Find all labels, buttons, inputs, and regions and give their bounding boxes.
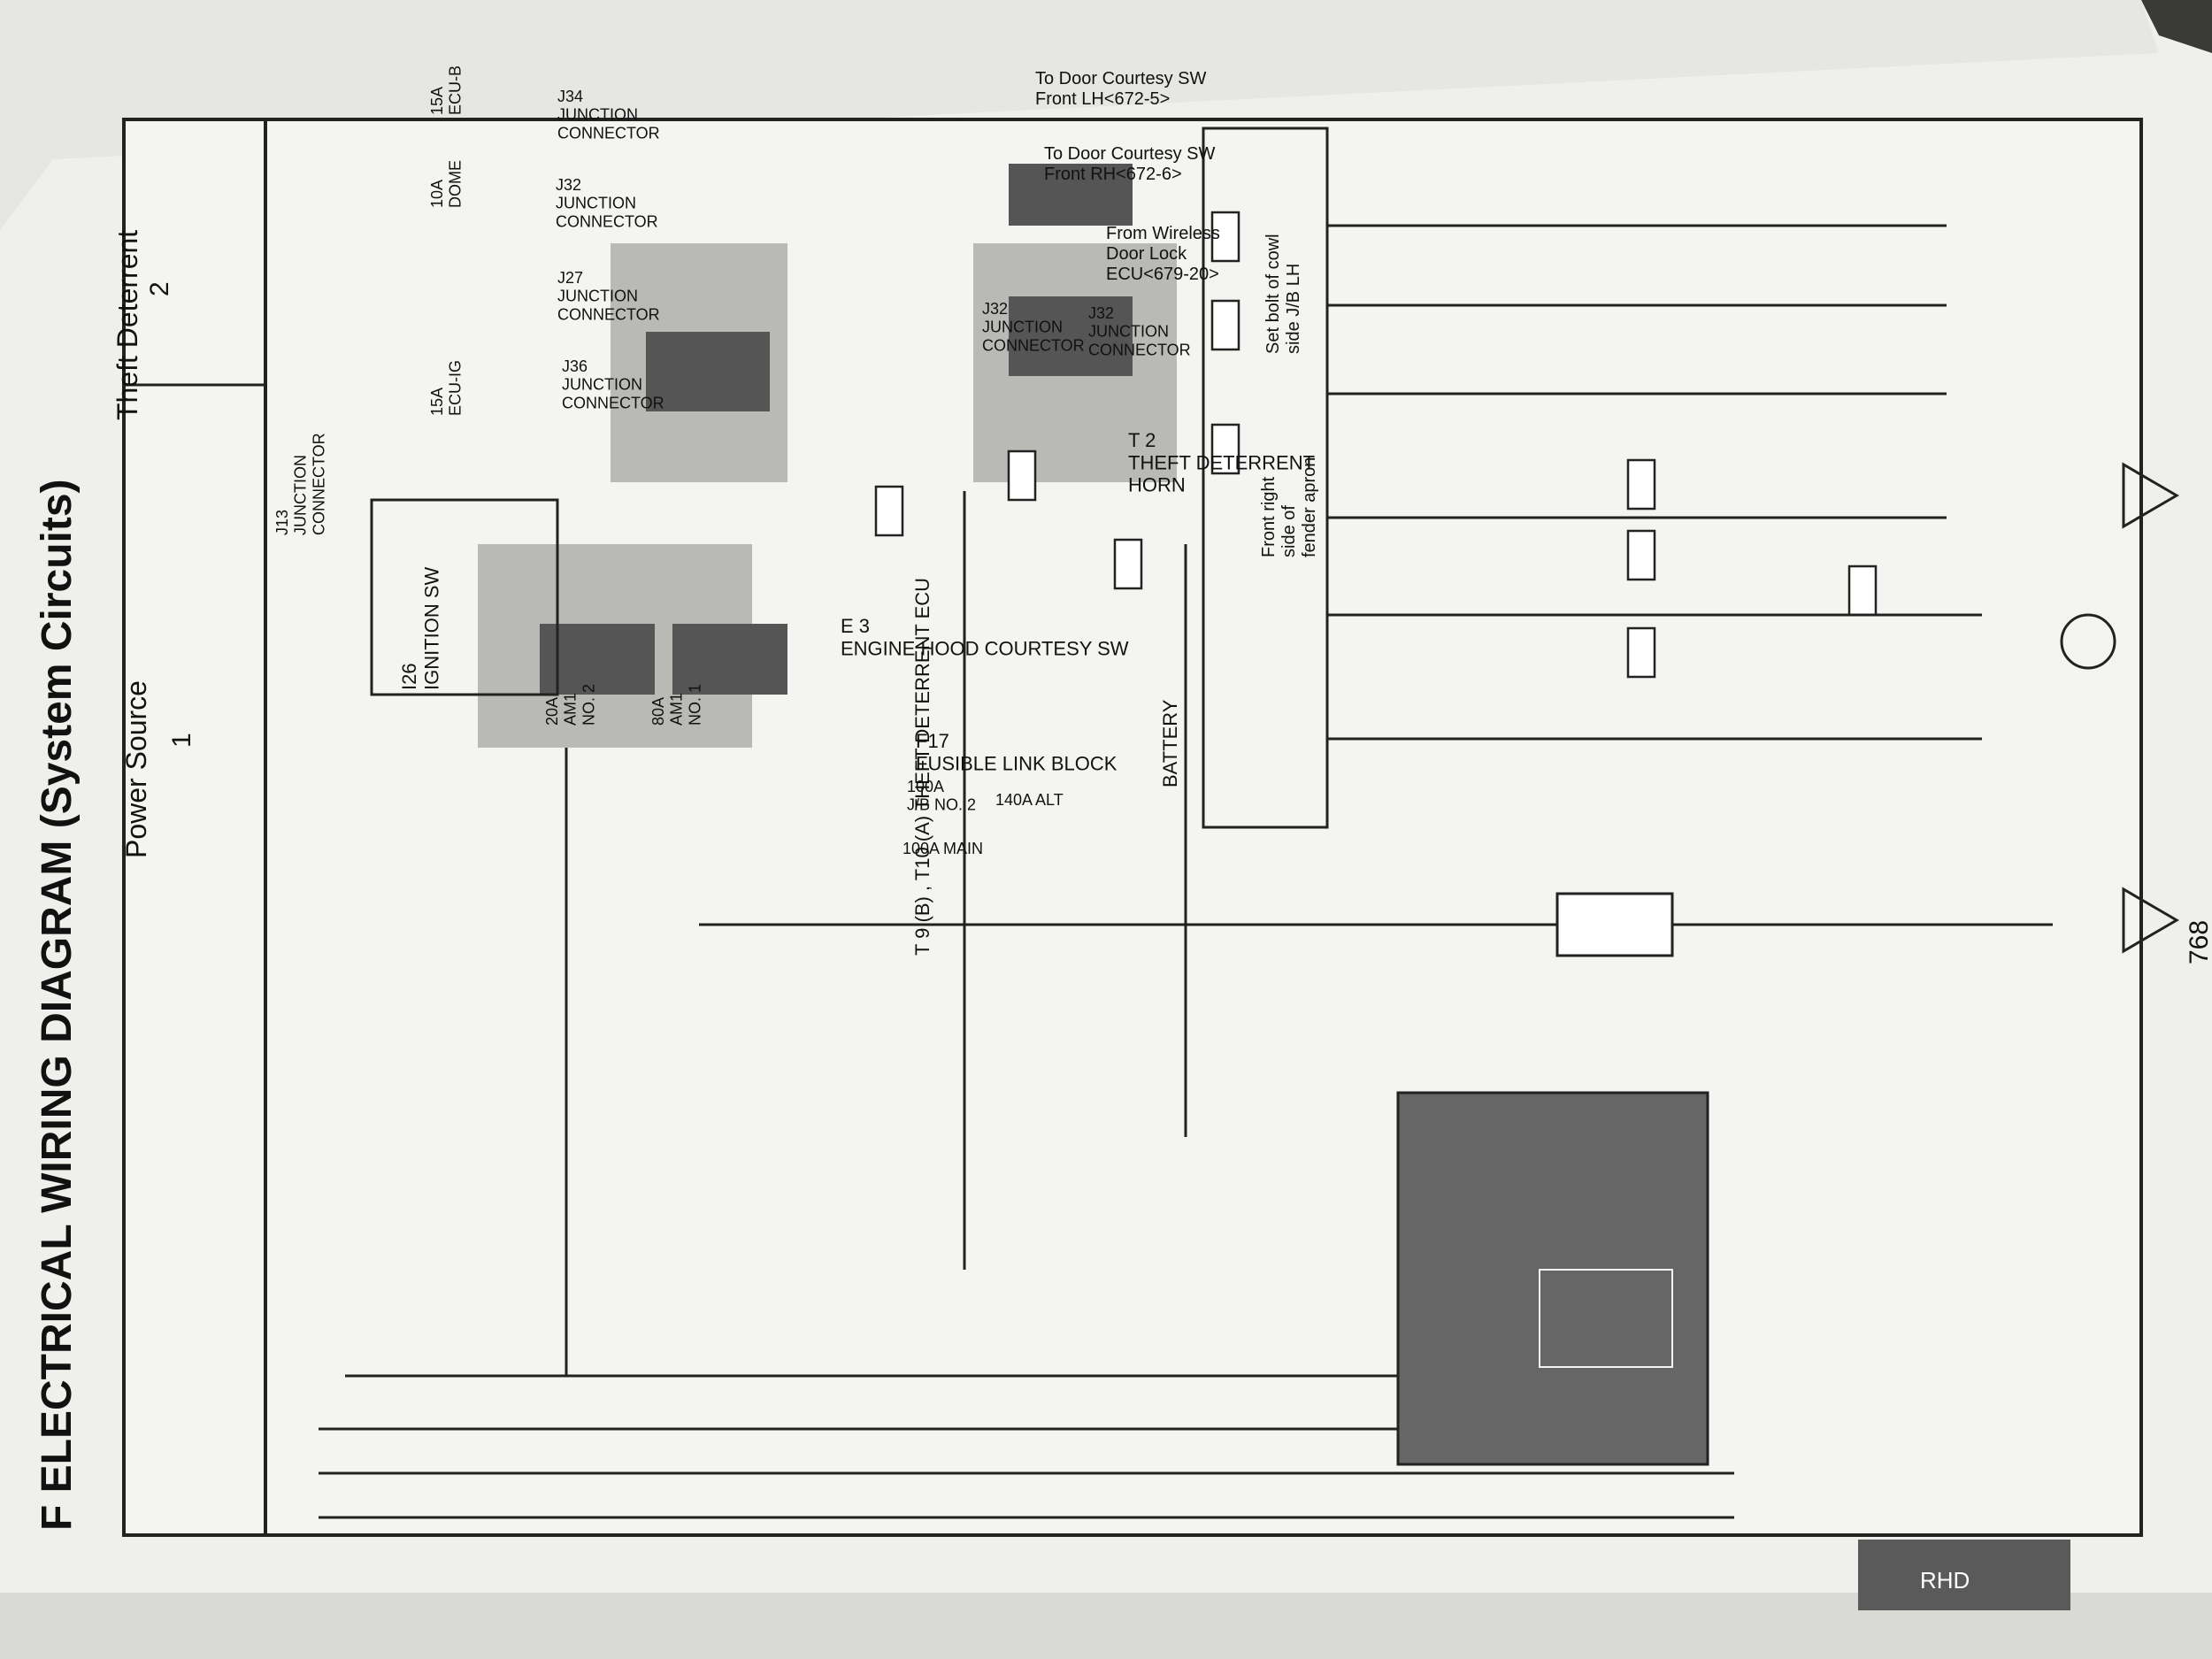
column-1-label: 1 [167, 733, 196, 748]
fl-140a-alt-label: 140A ALT [995, 791, 1064, 809]
fl-100a-main-label: 100A MAIN [902, 840, 983, 857]
ignition-sw-label: I26IGNITION SW [398, 566, 442, 690]
fusible-link-block [1396, 1091, 1709, 1466]
ground-ea-symbol [2122, 887, 2179, 954]
page-number: 768 [2185, 920, 2212, 964]
column-2-label: 2 [145, 281, 174, 296]
section-power-source: Power Source [120, 680, 152, 858]
battery-label: BATTERY [1159, 699, 1181, 787]
horn-symbol [2060, 613, 2116, 670]
fuse-20a [540, 624, 655, 695]
ground-if-label: Set bolt of cowlside J/B LH [1263, 234, 1303, 354]
fuse-15a-ecu-b [1009, 164, 1133, 226]
fuse-15a-ecu-ig [646, 332, 770, 411]
rotated-diagram [122, 118, 2179, 1537]
ground-if-symbol [2122, 462, 2179, 529]
section-theft-deterrent: Theft Deterrent [111, 230, 143, 420]
ignition-switch-box [370, 498, 559, 696]
ecu-label: T 9 (B) , T10 (A) THEFT DETERRENT ECU [911, 578, 933, 956]
diagram-title: F ELECTRICAL WIRING DIAGRAM (System Circ… [34, 479, 81, 1531]
fuse-10a-dome-label: 10ADOME [428, 160, 465, 208]
previous-page-edge [0, 0, 2159, 230]
connector-boxes [874, 211, 1878, 679]
fuse-80a [672, 624, 787, 695]
theft-deterrent-ecu-box [1202, 127, 1329, 829]
fuse-15a-ecu-ig-label: 15AECU-IG [428, 360, 465, 416]
rhd-tab-label: RHD [1920, 1567, 1970, 1594]
hood-courtesy-switch [1555, 892, 1674, 957]
battery-box [1539, 1269, 1673, 1368]
ground-ea-label: Front rightside offender apron [1259, 457, 1319, 557]
page-stack-edge [0, 1593, 2212, 1659]
rhd-tab-bg [1858, 1540, 2070, 1610]
fuse-20a-label: 20AAM1NO. 2 [543, 684, 597, 726]
fuse-80a-label: 80AAM1NO. 1 [649, 684, 703, 726]
fuse-10a-dome [1009, 296, 1133, 376]
fuse-15a-ecu-b-label: 15AECU-B [428, 65, 465, 115]
ecu-output-wires [699, 224, 2053, 926]
j13-label: J13JUNCTIONCONNECTOR [273, 433, 327, 535]
